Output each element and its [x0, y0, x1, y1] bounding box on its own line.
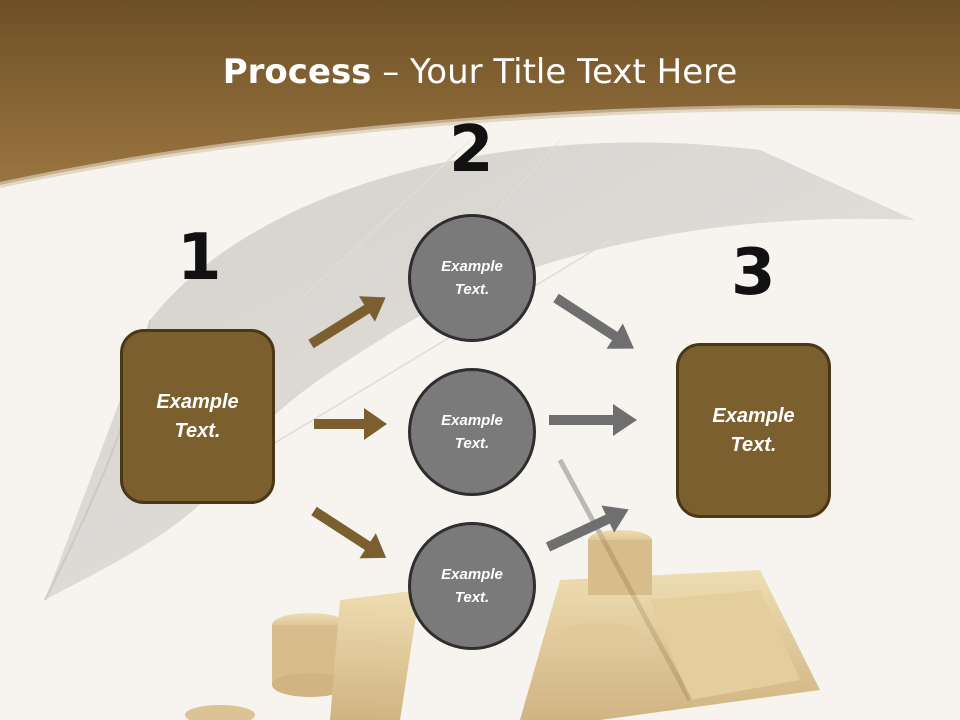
arrow-from-circle-middle [549, 404, 637, 436]
right-box: Example Text. [676, 343, 831, 518]
arrow-to-circle-middle [314, 408, 387, 440]
arrows-brown [308, 296, 387, 559]
arrow-to-circle-top [308, 296, 386, 349]
arrow-to-circle-bottom [311, 506, 387, 559]
circle-top: Example Text. [408, 214, 536, 342]
header-band [0, 0, 960, 185]
circle-middle-line1: Example [441, 412, 503, 429]
circle-middle-line2: Text. [454, 435, 490, 452]
left-box-line2: Text. [174, 419, 221, 442]
step-number-3: 3 [731, 236, 776, 310]
circle-top-line2: Text. [454, 281, 490, 298]
gold-image [185, 530, 820, 720]
title-bold: Process [222, 52, 372, 92]
circle-middle: Example Text. [408, 368, 536, 496]
step-number-2: 2 [449, 113, 494, 187]
arrows-gray [545, 293, 637, 552]
right-box-line2: Text. [730, 433, 777, 456]
step-number-1: 1 [177, 221, 222, 295]
circle-top-line1: Example [441, 258, 503, 275]
circle-bottom: Example Text. [408, 522, 536, 650]
arrow-from-circle-top [553, 293, 634, 349]
right-box-line1: Example [712, 404, 795, 427]
slide-title: Process – Your Title Text Here [0, 52, 960, 92]
circle-bottom-line1: Example [441, 566, 503, 583]
left-box-line1: Example [156, 390, 239, 413]
arrow-from-circle-bottom [545, 505, 629, 552]
title-rest: – Your Title Text Here [371, 52, 738, 92]
circle-bottom-line2: Text. [454, 589, 490, 606]
left-box: Example Text. [120, 329, 275, 504]
